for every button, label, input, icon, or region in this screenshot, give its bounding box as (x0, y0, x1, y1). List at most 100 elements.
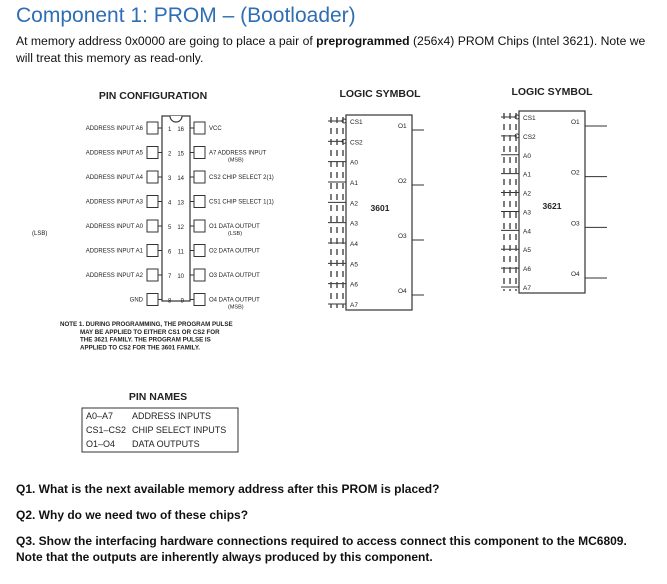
dip-left-pin-label: ADDRESS INPUT A4 (86, 175, 144, 181)
dip-right-pin-number: 15 (177, 152, 184, 158)
dip-left-pin-box (146, 219, 159, 233)
logic-input-label: A6 (350, 282, 358, 289)
logic-output-label: O3 (398, 233, 407, 240)
logic-input-label: A2 (350, 200, 358, 207)
dip-left-pin-number: 6 (168, 250, 172, 256)
dip-left-pin-number: 2 (168, 152, 172, 158)
pin-names-table (81, 407, 239, 453)
dip-right-pin-number: 16 (177, 127, 184, 133)
dip-left-pin-box (146, 293, 159, 306)
logic-input-label: A7 (350, 302, 358, 309)
intro-text-2: (256x4) PROM Chips (Intel 3621). Note we… (16, 34, 646, 65)
logic-output-label: O4 (398, 288, 407, 295)
dip-left-pin-box (146, 121, 159, 135)
pin-config-title: PIN CONFIGURATION (99, 90, 207, 102)
question-3: Q3. Show the interfacing hardware connec… (16, 534, 627, 564)
logic-input-label: A5 (350, 261, 358, 268)
dip-left-pin-box (146, 146, 159, 159)
datasheet-svg: PIN CONFIGURATION LOGIC SYMBOL LOGIC SYM… (32, 86, 607, 453)
dip-right-pin-label: CS2 CHIP SELECT 2(1) (209, 175, 274, 181)
logic-input-label: A4 (350, 241, 358, 248)
logic-output-label: O2 (571, 170, 580, 177)
dip-left-pin-number: 3 (168, 176, 172, 182)
pin-name-symbol: O1–O4 (86, 439, 115, 449)
dip-right-pin-number: 10 (177, 274, 184, 280)
pin-name-description: DATA OUTPUTS (132, 439, 200, 449)
logic-input-label: A4 (523, 228, 531, 235)
dip-left-pin-label: GND (130, 298, 144, 304)
dip-right-pin-label: O3 DATA OUTPUT (209, 273, 260, 279)
dip-left-pin-number: 8 (168, 299, 172, 305)
logic-input-label: A7 (523, 285, 531, 292)
dip-right-pin-box (193, 244, 206, 257)
dip-left-pin-label: ADDRESS INPUT A3 (86, 200, 144, 206)
logic-input-label: A1 (350, 180, 358, 187)
dip-right-pin-box (193, 219, 206, 233)
logic-output-label: O1 (571, 119, 580, 126)
logic-input-label: A3 (523, 209, 531, 216)
page-title: Component 1: PROM – (Bootloader) (16, 4, 356, 27)
dip-left-pin-number: 4 (168, 201, 172, 207)
intro-text-1: At memory address 0x0000 are going to pl… (16, 34, 317, 48)
dip-left-pin-number: 7 (168, 274, 172, 280)
dip-left-pin-label: ADDRESS INPUT A2 (86, 273, 144, 279)
dip-left-pin-label: ADDRESS INPUT A5 (86, 151, 144, 157)
programming-note-line: NOTE 1. DURING PROGRAMMING, THE PROGRAM … (60, 321, 233, 328)
intro-paragraph: At memory address 0x0000 are going to pl… (16, 33, 646, 67)
logic-output-label: O1 (398, 123, 407, 130)
question-2: Q2. Why do we need two of these chips? (16, 508, 249, 522)
dip-right-pin-box (193, 146, 206, 159)
dip-right-pin-box (193, 121, 206, 135)
dip-right-pin-label: CS1 CHIP SELECT 1(1) (209, 200, 274, 206)
logic-chip-number: 3621 (543, 201, 562, 211)
logic-input-label: A0 (350, 160, 358, 167)
logic-input-label: CS2 (350, 139, 363, 146)
logic-output-label: O4 (571, 271, 580, 278)
pin-names-title: PIN NAMES (129, 391, 187, 403)
dip-right-pin-number: 14 (177, 176, 184, 182)
pin-name-symbol: A0–A7 (86, 411, 113, 421)
logic-output-label: O2 (398, 178, 407, 185)
dip-right-pin-label: A7 ADDRESS INPUT (209, 151, 267, 157)
dip-left-pin-label-note: (LSB) (32, 231, 47, 237)
dip-right-pin-label: O1 DATA OUTPUT (209, 224, 260, 230)
dip-left-pin-box (146, 244, 159, 257)
logic-input-label: A3 (350, 221, 358, 228)
dip-right-pin-box (193, 170, 206, 184)
dip-left-pin-label: ADDRESS INPUT A6 (86, 126, 144, 132)
logic-input-label: CS1 (523, 115, 536, 122)
dip-left-pin-number: 1 (168, 127, 172, 133)
logic-symbol-title-a: LOGIC SYMBOL (339, 88, 421, 100)
dip-right-pin-label-note: (MSB) (228, 158, 244, 164)
dip-right-pin-number: 11 (178, 250, 185, 256)
logic-chip-number: 3601 (371, 203, 390, 213)
dip-right-pin-box (193, 268, 206, 282)
pin-name-description: ADDRESS INPUTS (132, 411, 211, 421)
dip-right-pin-label: O2 DATA OUTPUT (209, 249, 260, 255)
logic-input-label: A2 (523, 191, 531, 198)
intro-bold: preprogrammed (316, 34, 410, 48)
dip-right-pin-label: O4 DATA OUTPUT (209, 298, 260, 304)
dip-right-pin-label: VCC (209, 126, 222, 132)
question-1: Q1. What is the next available memory ad… (16, 482, 440, 496)
pin-name-symbol: CS1–CS2 (86, 425, 126, 435)
pin-name-description: CHIP SELECT INPUTS (132, 425, 226, 435)
dip-left-pin-box (146, 170, 159, 184)
logic-input-label: CS1 (350, 119, 363, 126)
dip-left-pin-number: 5 (168, 225, 172, 231)
logic-symbol-title-b: LOGIC SYMBOL (511, 86, 593, 98)
programming-note-line: THE 3621 FAMILY. THE PROGRAM PULSE IS (80, 337, 211, 344)
logic-output-label: O3 (571, 220, 580, 227)
logic-input-label: A6 (523, 266, 531, 273)
dip-right-pin-number: 12 (177, 225, 184, 231)
programming-note-line: MAY BE APPLIED TO EITHER CS1 OR CS2 FOR (80, 329, 220, 336)
dip-right-pin-number: 9 (181, 299, 185, 305)
logic-box (518, 110, 586, 294)
dip-right-pin-label-note: (MSB) (228, 305, 244, 311)
programming-note-line: APPLIED TO CS2 FOR THE 3601 FAMILY. (80, 344, 200, 351)
logic-input-label: A1 (523, 172, 531, 179)
datasheet-figure: PIN CONFIGURATION LOGIC SYMBOL LOGIC SYM… (16, 78, 646, 473)
logic-input-label: CS2 (523, 134, 536, 141)
logic-input-label: A5 (523, 247, 531, 254)
dip-left-pin-label: ADDRESS INPUT A0 (86, 224, 144, 230)
